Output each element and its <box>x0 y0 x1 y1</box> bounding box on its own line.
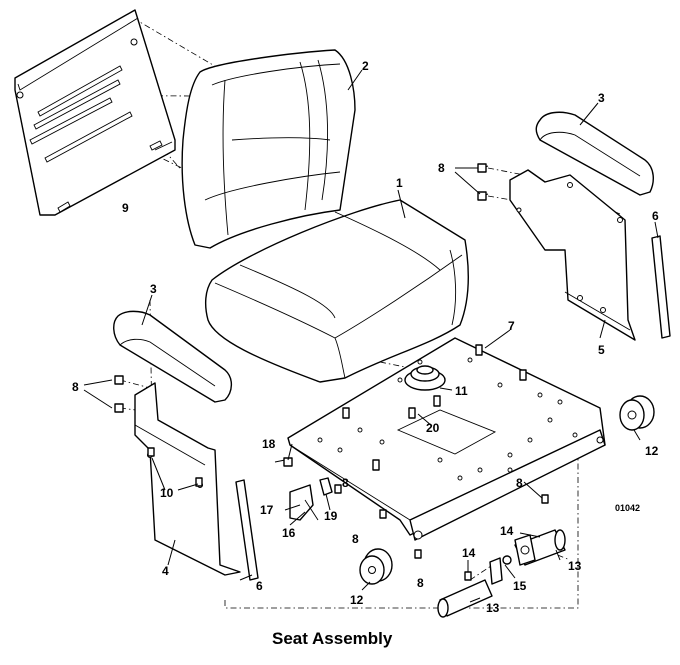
callout-12-left: 12 <box>350 593 364 607</box>
pivot-shaft-lower <box>437 579 493 618</box>
left-side-bracket <box>134 382 241 576</box>
diagram-caption: Seat Assembly <box>272 629 393 648</box>
drawing-code: 01042 <box>615 503 640 513</box>
callout-8-center: 8 <box>342 476 349 490</box>
callout-7: 7 <box>508 319 515 333</box>
callout-17: 17 <box>260 503 274 517</box>
seat-bottom-cushion <box>204 199 469 383</box>
seat-back-cushion <box>181 49 356 249</box>
callout-8-left: 8 <box>72 380 79 394</box>
callout-3-right: 3 <box>598 91 605 105</box>
bumper-left <box>359 548 393 585</box>
callout-3-left: 3 <box>150 282 157 296</box>
callout-16: 16 <box>282 526 296 540</box>
callout-4: 4 <box>162 564 169 578</box>
leader-lines <box>83 69 659 603</box>
callout-8-topright: 8 <box>438 161 445 175</box>
callout-12-right: 12 <box>645 444 659 458</box>
armrest-right <box>535 111 654 196</box>
support-rod-left <box>235 479 259 581</box>
callout-18: 18 <box>262 437 276 451</box>
right-side-bracket <box>509 169 636 341</box>
seat-switch <box>404 365 446 391</box>
armrest-left <box>113 310 233 403</box>
callout-14-lower: 14 <box>462 546 476 560</box>
callout-5: 5 <box>598 343 605 357</box>
callout-10: 10 <box>160 486 174 500</box>
callout-8-lower: 8 <box>352 532 359 546</box>
callout-13-lower: 13 <box>486 601 500 615</box>
support-rod-right <box>651 235 671 339</box>
callout-11: 11 <box>455 384 468 398</box>
pivot-plates <box>489 534 536 585</box>
back-cover-plate <box>14 9 176 216</box>
callout-1: 1 <box>396 176 403 190</box>
callout-6-right: 6 <box>652 209 659 223</box>
callout-8-bottom: 8 <box>417 576 424 590</box>
callout-15: 15 <box>513 579 527 593</box>
callout-20: 20 <box>426 421 440 435</box>
callouts: 1 2 3 3 4 5 6 6 7 8 8 8 8 8 8 9 10 11 12… <box>72 59 659 615</box>
callout-19: 19 <box>324 509 338 523</box>
callout-9: 9 <box>122 201 129 215</box>
harness-clips <box>274 459 333 521</box>
callout-6-left: 6 <box>256 579 263 593</box>
bumper-right <box>619 395 655 431</box>
callout-14-upper: 14 <box>500 524 514 538</box>
callout-8-rightmid: 8 <box>516 476 523 490</box>
callout-2: 2 <box>362 59 369 73</box>
callout-13-upper: 13 <box>568 559 582 573</box>
